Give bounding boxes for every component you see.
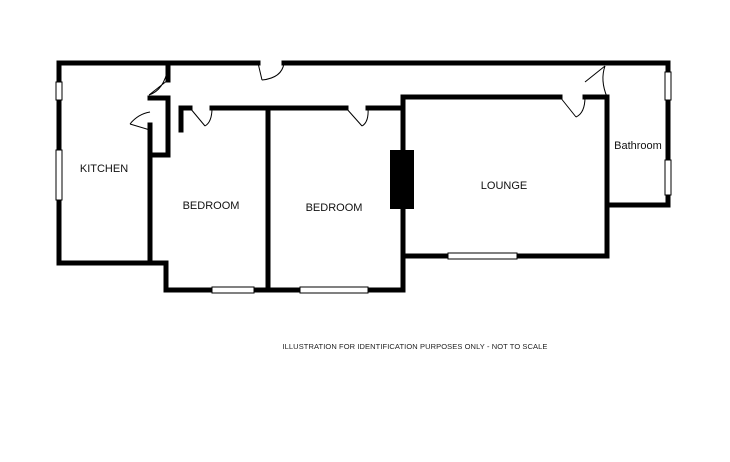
window-bathroom: [664, 71, 672, 101]
window-bathroom-lower: [664, 159, 672, 196]
wall-right: [604, 60, 671, 208]
door-bedroom-2: [345, 107, 369, 127]
door-lounge: [559, 96, 586, 118]
wall-kitchen-partition: [147, 65, 171, 158]
window-kitchen-top: [55, 81, 63, 101]
window-lounge: [447, 252, 518, 260]
chimney-breast: [390, 150, 414, 209]
door-bedroom-1: [189, 107, 213, 127]
wall-left: [56, 60, 153, 266]
door-entrance: [257, 62, 285, 81]
door-kitchen: [148, 67, 169, 96]
label-kitchen: KITCHEN: [80, 163, 128, 175]
label-bedroom-1: BEDROOM: [183, 200, 240, 212]
wall-kitchen-divider: [147, 94, 610, 293]
window-kitchen-side: [55, 149, 63, 201]
window-bedroom-1: [211, 286, 255, 294]
label-bathroom: Bathroom: [614, 140, 662, 152]
label-lounge: LOUNGE: [481, 180, 527, 192]
wall-corridor: [178, 94, 563, 259]
label-bedroom-2: BEDROOM: [306, 202, 363, 214]
door-bathroom: [584, 65, 608, 98]
doors: [129, 62, 608, 131]
window-bedroom-2: [299, 286, 369, 294]
disclaimer-text: ILLUSTRATION FOR IDENTIFICATION PURPOSES…: [282, 342, 547, 351]
door-cupboard: [129, 111, 151, 131]
windows: [55, 71, 672, 294]
walls: [56, 60, 671, 293]
